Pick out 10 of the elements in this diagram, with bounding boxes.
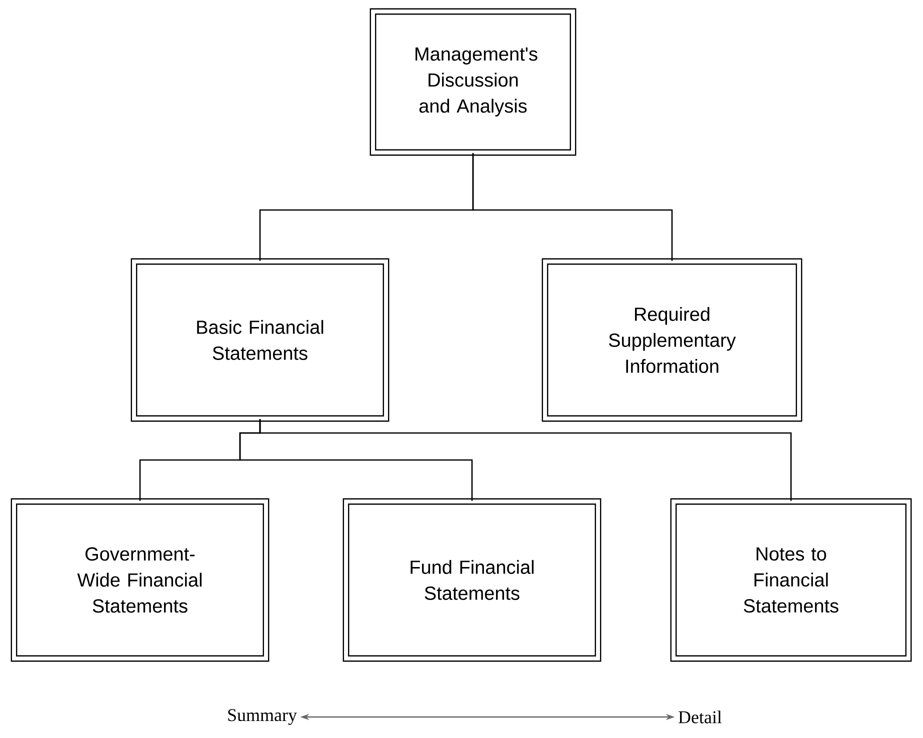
statement-box: Notes to Financial Statements — [670, 498, 912, 662]
scale-label: Summary — [228, 709, 297, 725]
statement-box: Required Supplementary Information — [542, 258, 802, 422]
statement-box: Management's Discussion and Analysis — [370, 8, 576, 156]
statement-box: Fund Financial Statements — [342, 498, 602, 662]
connector-line — [472, 153, 673, 261]
statement-box: Government-Wide Financial Statements — [10, 498, 270, 662]
statement-box: Basic Financial Statements — [130, 258, 390, 422]
connector-line — [259, 419, 792, 501]
scale-label: Detail — [678, 710, 722, 724]
